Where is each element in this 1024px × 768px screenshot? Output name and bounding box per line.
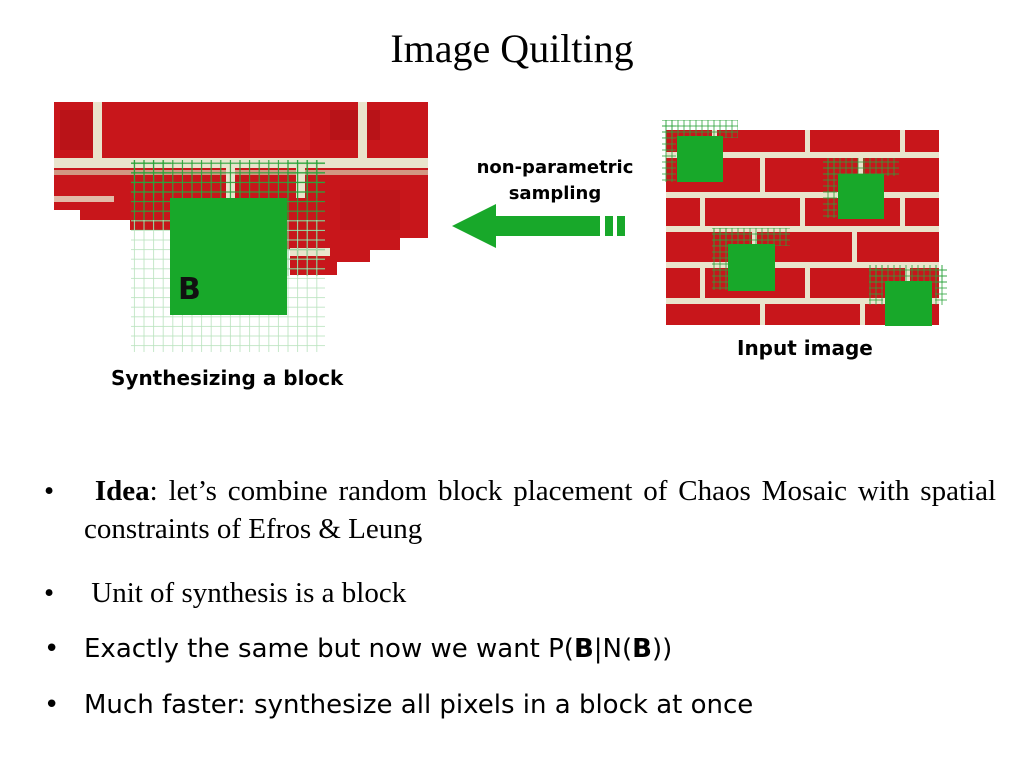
arrow-label-line-2: sampling bbox=[508, 183, 602, 204]
bullet-bold-term: Idea bbox=[94, 475, 150, 507]
arrow-label-line-1: non-parametric bbox=[476, 157, 634, 178]
slide-title: Image Quilting bbox=[390, 26, 634, 71]
arrow-label: non-parametric sampling bbox=[470, 155, 640, 207]
bullet-marker: • bbox=[44, 475, 55, 507]
bullet-marker: • bbox=[44, 690, 60, 720]
bullet-text: Unit of synthesis is a block bbox=[91, 577, 407, 609]
bullet-text: Much faster: synthesize all pixels in a … bbox=[84, 690, 754, 720]
left-arrow bbox=[452, 204, 625, 248]
block-label: B bbox=[178, 272, 201, 307]
bullet-marker: • bbox=[44, 634, 60, 664]
image-quilting-figure bbox=[54, 102, 947, 352]
sampled-patches bbox=[662, 120, 947, 326]
bold-b: B bbox=[573, 634, 594, 664]
bullet-marker: • bbox=[44, 577, 55, 609]
block-b bbox=[170, 198, 287, 315]
right-caption: Input image bbox=[737, 336, 873, 360]
bold-b: B bbox=[632, 634, 652, 664]
left-caption: Synthesizing a block bbox=[111, 366, 344, 390]
bullet-text: : let’s combine random block placement o… bbox=[84, 475, 997, 545]
